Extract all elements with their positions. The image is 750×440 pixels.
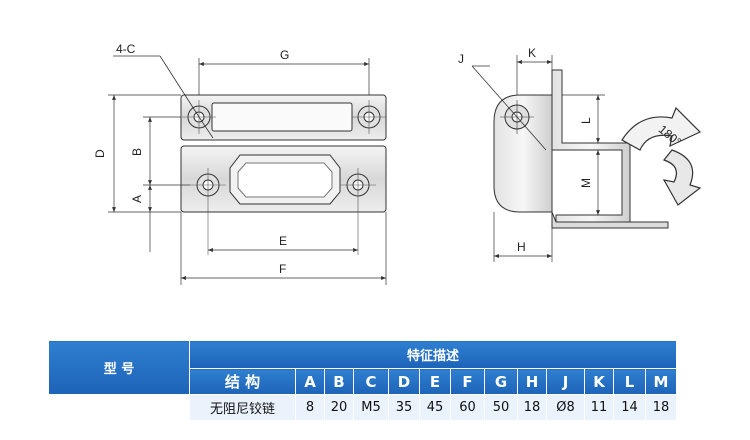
- label-h: H: [517, 240, 526, 254]
- col-header-c: C: [353, 368, 389, 395]
- value-cell-j: Ø8: [546, 394, 585, 421]
- value-cell-e: 45: [419, 394, 451, 421]
- value-cell-a: 8: [295, 394, 325, 421]
- hinge-technical-drawing: 4-C G D B A E F: [93, 42, 702, 285]
- structure-header: 结 构: [189, 368, 296, 395]
- col-header-d: D: [388, 368, 420, 395]
- col-header-h: H: [517, 368, 547, 395]
- label-m: M: [579, 178, 593, 188]
- hinge-leaf: [551, 69, 631, 223]
- model-cell: [48, 394, 190, 421]
- label-e: E: [279, 234, 287, 248]
- value-cell-f: 60: [450, 394, 485, 421]
- table-row: 无阻尼铰链 8 20 M5 35 45 60 50 18 Ø8 11 14 18: [48, 394, 677, 421]
- value-cell-k: 11: [584, 394, 614, 421]
- model-header: 型 号: [48, 340, 190, 395]
- label-g: G: [280, 48, 289, 62]
- value-cell-h: 18: [517, 394, 547, 421]
- label-d: D: [93, 149, 107, 158]
- col-header-j: J: [546, 368, 585, 395]
- label-b: B: [130, 148, 144, 156]
- side-view: J K L M H: [458, 46, 669, 262]
- front-view: 4-C G D B A E F: [93, 42, 387, 285]
- label-k: K: [528, 46, 536, 60]
- label-j: J: [458, 52, 464, 66]
- upper-slot: [211, 102, 353, 132]
- label-4c: 4-C: [116, 42, 136, 56]
- col-header-k: K: [584, 368, 614, 395]
- value-cell-g: 50: [484, 394, 518, 421]
- value-cell-c: M5: [353, 394, 389, 421]
- value-cell-l: 14: [613, 394, 646, 421]
- col-header-g: G: [484, 368, 518, 395]
- value-cell-m: 18: [645, 394, 677, 421]
- rotation-arrow-icon: 180°: [621, 106, 702, 206]
- structure-cell: 无阻尼铰链: [189, 394, 296, 421]
- features-header: 特征描述: [189, 340, 677, 369]
- col-header-a: A: [295, 368, 325, 395]
- label-f: F: [279, 262, 286, 276]
- col-header-b: B: [324, 368, 354, 395]
- spec-table: 型 号 特征描述 结 构 A B C D E F G H J K L M 无阻尼…: [48, 340, 677, 421]
- col-header-m: M: [645, 368, 677, 395]
- value-cell-b: 20: [324, 394, 354, 421]
- value-cell-d: 35: [388, 394, 420, 421]
- label-l: L: [579, 117, 593, 124]
- col-header-f: F: [450, 368, 485, 395]
- col-header-e: E: [419, 368, 451, 395]
- col-header-l: L: [613, 368, 646, 395]
- label-a: A: [130, 195, 144, 203]
